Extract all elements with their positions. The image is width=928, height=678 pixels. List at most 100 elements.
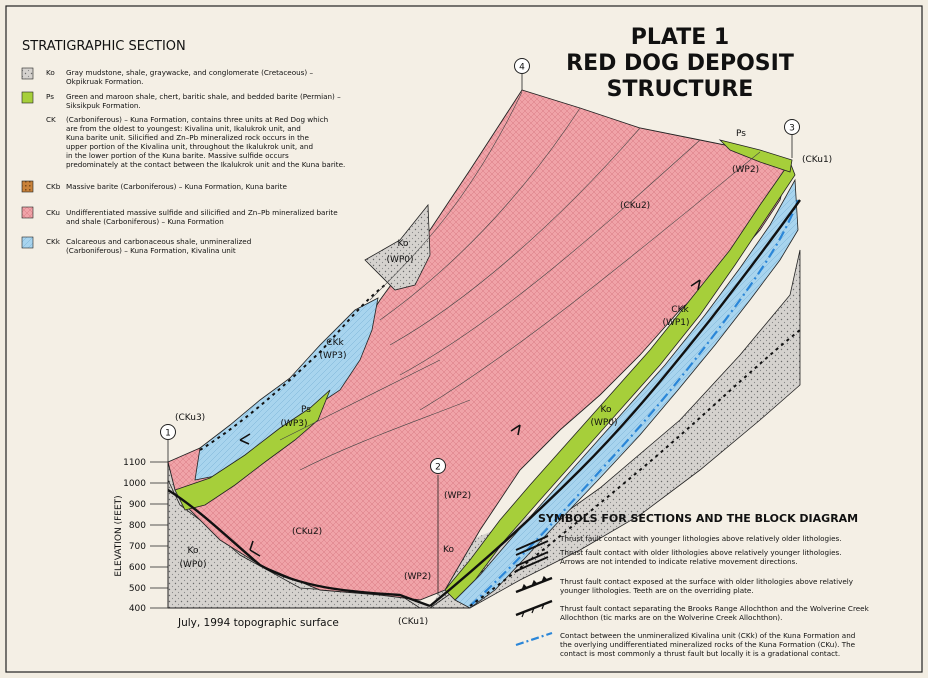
label-wp0-right: (WP0) bbox=[590, 418, 617, 428]
tick-label-900: 900 bbox=[129, 500, 146, 510]
fault-arrow-2 bbox=[510, 424, 521, 436]
title-line-2: RED DOG DEPOSIT bbox=[566, 51, 794, 76]
section-marker-1: 1 bbox=[160, 424, 176, 462]
legend-code-ckk: CKk bbox=[46, 237, 61, 246]
tick-label-600: 600 bbox=[129, 563, 146, 573]
tick-label-700: 700 bbox=[129, 542, 146, 552]
symbol-3-text-1: Thrust fault contact exposed at the surf… bbox=[559, 577, 854, 586]
tick-700: 700 bbox=[129, 542, 168, 552]
unit-ps-wp3 bbox=[174, 389, 331, 511]
legend-text-ckb-1: Massive barite (Carboniferous) – Kuna Fo… bbox=[66, 182, 287, 191]
strat-header: STRATIGRAPHIC SECTION bbox=[22, 39, 186, 54]
label-cku3: (CKu3) bbox=[175, 413, 205, 423]
legend-code-ckb: CKb bbox=[46, 182, 61, 191]
symbols-header: SYMBOLS FOR SECTIONS AND THE BLOCK DIAGR… bbox=[538, 512, 858, 525]
legend-swatch-cku bbox=[21, 206, 34, 219]
title-line-3: STRUCTURE bbox=[607, 77, 754, 102]
fault-arrow-4 bbox=[239, 433, 251, 445]
symbol-5-text-3: contact is most commonly a thrust fault … bbox=[560, 649, 840, 658]
elevation-axis-label: ELEVATION (FEET) bbox=[114, 495, 124, 576]
label-wp0-upper: (WP0) bbox=[386, 255, 413, 265]
label-ckk-wp1: CKk bbox=[671, 305, 689, 315]
section-marker-4-label: 4 bbox=[519, 63, 525, 73]
unit-ko-wp0-upper bbox=[364, 203, 431, 291]
label-cku2-top: (CKu2) bbox=[620, 201, 650, 211]
label-wp2-right: (WP2) bbox=[732, 165, 759, 175]
unit-ps-right bbox=[718, 139, 793, 173]
fault-arrow-1 bbox=[249, 540, 261, 557]
thrust-fault-teeth-left bbox=[199, 284, 386, 451]
elevation-axis: ELEVATION (FEET) 1100 1000 900 800 700 6… bbox=[114, 458, 168, 614]
section-marker-4: 4 bbox=[514, 58, 530, 90]
label-ko-left: Ko bbox=[188, 546, 199, 556]
section-marker-3: 3 bbox=[784, 119, 800, 158]
tick-label-800: 800 bbox=[129, 521, 146, 531]
legend-swatch-ko bbox=[21, 67, 34, 80]
symbol-5-text-2: the overlying undifferentiated mineraliz… bbox=[560, 640, 856, 649]
label-cku1-right: (CKu1) bbox=[802, 155, 832, 165]
symbol-1: Thrust fault contact with younger lithol… bbox=[515, 534, 842, 556]
tick-900: 900 bbox=[129, 500, 168, 510]
unit-ps-wp2-strip bbox=[444, 161, 796, 601]
symbol-3-teeth-icon bbox=[521, 575, 548, 591]
legend-code-cku: CKu bbox=[46, 208, 60, 217]
label-ps-wp3: Ps bbox=[301, 405, 311, 415]
thrust-fault-right bbox=[429, 199, 801, 607]
title-line-1: PLATE 1 bbox=[631, 25, 729, 50]
legend-ko: Ko Gray mudstone, shale, graywacke, and … bbox=[21, 67, 313, 86]
legend-text-ps-2: Siksikpuk Formation. bbox=[66, 101, 141, 110]
symbol-3: Thrust fault contact exposed at the surf… bbox=[515, 575, 854, 595]
legend-code-ck: CK bbox=[46, 115, 56, 124]
topo-caption: July, 1994 topographic surface bbox=[177, 617, 339, 629]
contact-ckk-cku-line bbox=[469, 199, 800, 607]
legend-text-ps-1: Green and maroon shale, chert, baritic s… bbox=[66, 92, 341, 101]
legend-text-ck-6: predominately at the contact between the… bbox=[66, 160, 345, 169]
legend-ck: CK (Carboniferous) – Kuna Formation, con… bbox=[46, 115, 345, 169]
thrust-fault-teeth-right bbox=[469, 329, 801, 607]
label-cku1-bottom: (CKu1) bbox=[398, 617, 428, 627]
legend-text-cku-2: and shale (Carboniferous) – Kuna Formati… bbox=[66, 217, 224, 226]
legend-text-ck-1: (Carboniferous) – Kuna Formation, contai… bbox=[66, 115, 328, 124]
label-ko-upper: Ko bbox=[398, 239, 409, 249]
legend-code-ko: Ko bbox=[46, 68, 55, 77]
symbol-5-text-1: Contact between the unmineralized Kivali… bbox=[560, 631, 855, 640]
symbol-2-text-2: Arrows are not intended to indicate rela… bbox=[560, 557, 798, 566]
label-wp2-low: (WP2) bbox=[404, 572, 431, 582]
fault-arrow-3 bbox=[690, 279, 701, 291]
tick-500: 500 bbox=[129, 584, 168, 594]
bedding-line-7 bbox=[279, 359, 441, 441]
bedding-line-6 bbox=[299, 399, 471, 471]
legend-ckk: CKk Calcareous and carbonaceous shale, u… bbox=[21, 236, 251, 255]
tick-label-400: 400 bbox=[129, 604, 146, 614]
legend-text-ko-2: Okpikruak Formation. bbox=[66, 77, 143, 86]
bedding-line-1 bbox=[369, 91, 523, 301]
elevation-ticks: 1100 1000 900 800 700 600 500 400 bbox=[123, 458, 168, 614]
bedding-line-4 bbox=[399, 139, 701, 376]
thrust-fault-bottom bbox=[167, 488, 431, 608]
tick-400: 400 bbox=[129, 604, 168, 614]
block-diagram bbox=[167, 89, 801, 609]
unit-ckk-wp1 bbox=[454, 178, 799, 609]
legend-text-ckk-2: (Carboniferous) – Kuna Formation, Kivali… bbox=[66, 246, 236, 255]
unit-ko-wp0-right bbox=[428, 249, 801, 609]
label-ko-right: Ko bbox=[601, 405, 612, 415]
label-wp2-mid: (WP2) bbox=[444, 491, 471, 501]
section-marker-2-label: 2 bbox=[435, 463, 441, 473]
symbol-2-icon bbox=[515, 551, 549, 572]
tick-1100: 1100 bbox=[123, 458, 168, 468]
legend-ps: Ps Green and maroon shale, chert, bariti… bbox=[21, 91, 341, 110]
tick-1000: 1000 bbox=[123, 479, 168, 489]
legend-text-ck-4: upper portion of the Kivalina unit, thro… bbox=[66, 142, 313, 151]
symbol-4-text-1: Thrust fault contact separating the Broo… bbox=[559, 604, 870, 613]
tick-label-500: 500 bbox=[129, 584, 146, 594]
symbol-4-tics-icon bbox=[521, 603, 545, 618]
legend-text-ko-1: Gray mudstone, shale, graywacke, and con… bbox=[66, 68, 313, 77]
label-cku2-bottom: (CKu2) bbox=[292, 527, 322, 537]
section-marker-3-label: 3 bbox=[789, 124, 795, 134]
legend-text-ck-5: in the lower portion of the Kuna barite.… bbox=[66, 151, 289, 160]
symbol-2: Thrust fault contact with older litholog… bbox=[515, 548, 842, 572]
legend-text-ck-2: are from the oldest to youngest: Kivalin… bbox=[66, 124, 301, 133]
bedding-line-3 bbox=[389, 127, 641, 346]
legend-ckb: CKb Massive barite (Carboniferous) – Kun… bbox=[21, 180, 287, 193]
